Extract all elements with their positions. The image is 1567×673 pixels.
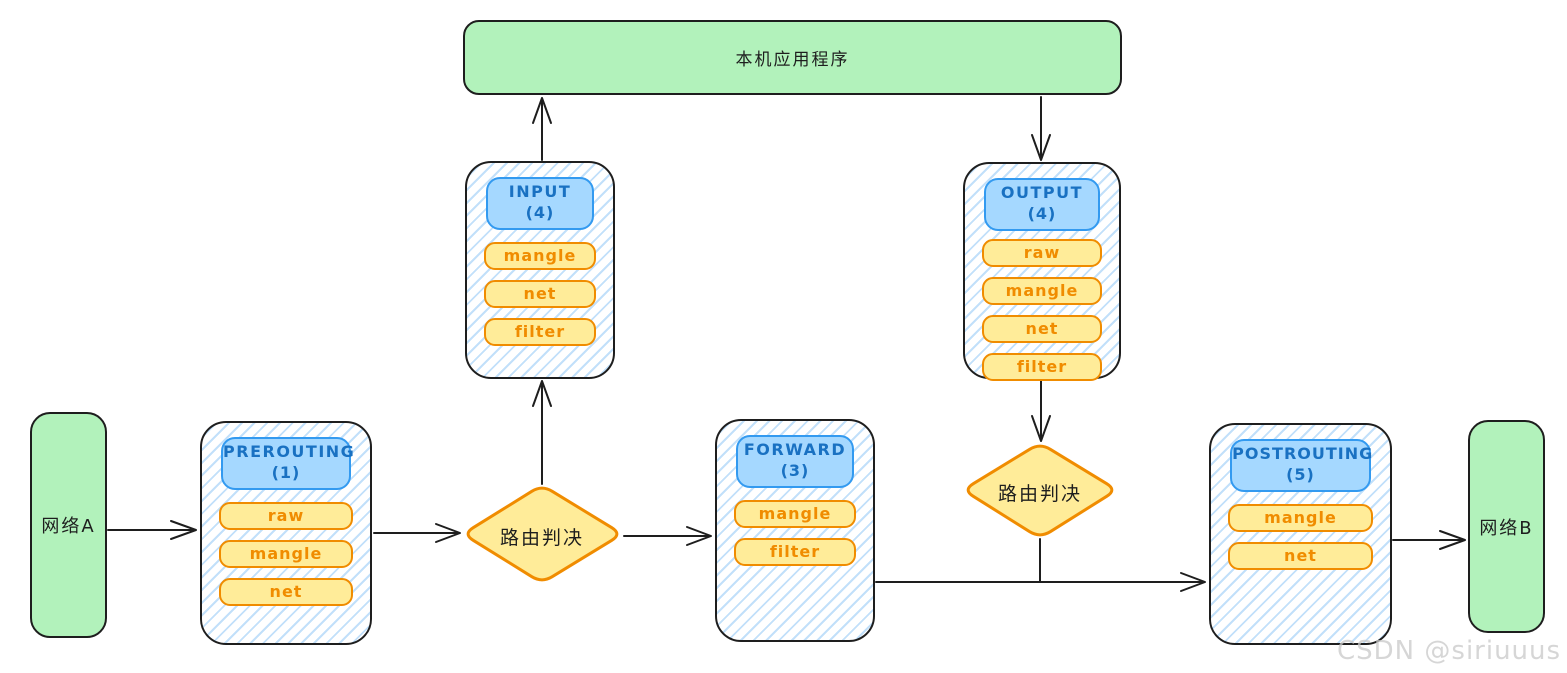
local-application-box: 本机应用程序	[463, 20, 1122, 95]
table-chip: mangle	[734, 499, 856, 528]
arrowhead-decision-input	[532, 380, 552, 407]
table-chip: filter	[982, 352, 1102, 381]
arrowhead-forward-postrouting	[1180, 572, 1206, 592]
watermark: CSDN @siriuuus	[1337, 636, 1562, 666]
arrowhead-decision-forward	[686, 526, 712, 546]
arrowhead-input-app	[532, 97, 552, 124]
chain-forward-number: (3)	[780, 460, 810, 480]
network-a-label: 网络A	[41, 516, 96, 537]
arrowhead-output-decision	[1031, 415, 1051, 442]
table-chip: mangle	[1228, 503, 1373, 532]
arrowhead-neta-prerouting	[170, 520, 197, 540]
chain-prerouting-number: (1)	[271, 462, 301, 482]
chain-postrouting-title: POSTROUTING	[1232, 444, 1374, 463]
table-chip: raw	[219, 501, 353, 530]
routing-decision-left-shape	[466, 486, 619, 582]
chain-output-header: OUTPUT (4)	[983, 178, 1101, 231]
network-b-label: 网络B	[1479, 517, 1534, 539]
table-chip: filter	[734, 537, 856, 566]
chain-forward-title: FORWARD	[743, 440, 847, 459]
chain-forward: FORWARD (3) mangle filter	[715, 419, 875, 642]
chain-postrouting-number: (5)	[1286, 464, 1315, 484]
arrowhead-postrouting-netb	[1439, 530, 1466, 550]
chain-output-number: (4)	[1027, 203, 1057, 223]
table-chip: net	[219, 577, 353, 606]
chain-output-title: OUTPUT	[1000, 183, 1084, 202]
table-chip: mangle	[982, 276, 1102, 305]
chain-postrouting-header: POSTROUTING (5)	[1230, 439, 1374, 492]
chain-input: INPUT (4) mangle net filter	[465, 161, 615, 379]
table-chip: filter	[484, 317, 596, 346]
chain-forward-header: FORWARD (3)	[735, 435, 855, 488]
table-chip: net	[484, 279, 596, 308]
arrowhead-app-output	[1031, 134, 1051, 161]
local-application-label: 本机应用程序	[735, 50, 850, 70]
network-a-box: 网络A	[30, 412, 107, 638]
table-chip: raw	[982, 238, 1102, 267]
table-chip: net	[1228, 541, 1373, 570]
table-chip: mangle	[219, 539, 353, 568]
table-chip: mangle	[484, 241, 596, 270]
chain-prerouting-title: PREROUTING	[223, 442, 356, 461]
chain-prerouting: PREROUTING (1) raw mangle net	[200, 421, 372, 645]
routing-decision-right-label: 路由判决	[997, 483, 1082, 505]
chain-input-number: (4)	[525, 202, 555, 222]
routing-decision-left-label: 路由判决	[499, 527, 584, 549]
network-b-box: 网络B	[1468, 420, 1545, 633]
chain-prerouting-header: PREROUTING (1)	[221, 437, 356, 490]
chain-postrouting: POSTROUTING (5) mangle net	[1209, 423, 1392, 645]
chain-input-title: INPUT	[508, 182, 572, 201]
routing-decision-right-shape	[966, 444, 1114, 537]
chain-output: OUTPUT (4) raw mangle net filter	[963, 162, 1121, 381]
table-chip: net	[982, 314, 1102, 343]
arrowhead-prerouting-decision	[435, 523, 461, 543]
chain-input-header: INPUT (4)	[485, 177, 595, 230]
